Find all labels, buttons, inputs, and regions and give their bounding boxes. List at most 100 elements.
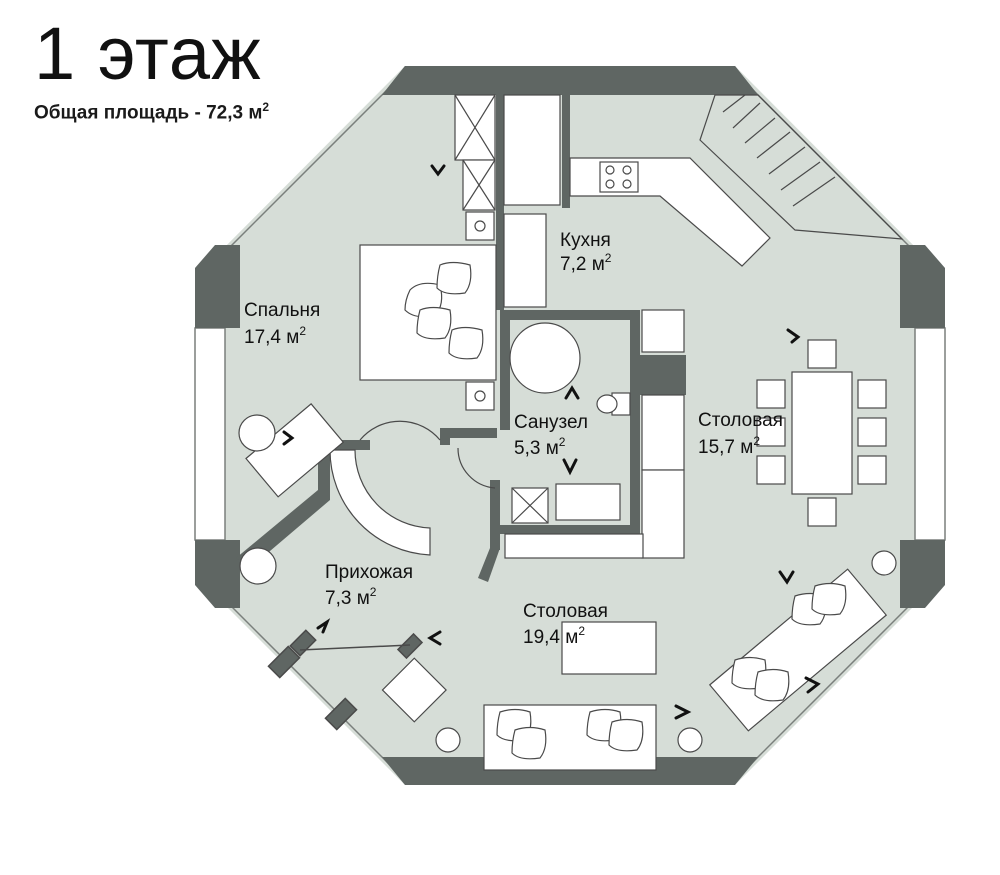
arrow-icon <box>786 328 801 344</box>
spiral-outline <box>329 449 431 556</box>
chair <box>857 455 887 485</box>
room-name-dining-2: Столовая <box>523 601 608 622</box>
door-post <box>324 697 358 731</box>
spiral-upper <box>359 420 441 441</box>
bathroom-fixtures <box>504 309 685 559</box>
wall-left-bottom <box>195 540 240 608</box>
fridge <box>503 94 561 206</box>
cushions <box>496 582 847 760</box>
cushion <box>754 668 790 702</box>
hall-cabinet <box>245 403 345 498</box>
room-name-bedroom: Спальня <box>244 300 320 321</box>
page-title: 1 этаж <box>34 12 262 95</box>
chair <box>857 417 887 447</box>
kitchen-cabinet-low <box>641 469 685 559</box>
burner <box>605 179 615 189</box>
kitchen-cabinet-tall <box>641 394 685 471</box>
wall-hall-diagonal <box>478 548 500 582</box>
counter-sink-block <box>503 213 547 308</box>
room-area-dining-1: 15,7 м2 <box>698 434 760 458</box>
pillow <box>448 326 484 360</box>
round-tub <box>509 322 581 394</box>
wall-bath-bottom <box>490 525 640 534</box>
arrow-icon <box>562 458 578 476</box>
socket-icon <box>474 220 486 232</box>
room-name-kitchen: Кухня <box>560 230 611 251</box>
toilet-bowl <box>596 394 618 414</box>
door-post <box>289 629 317 657</box>
room-labels: Кухня 7,2 м2 Спальня 17,4 м2 Санузел 5,3… <box>244 230 783 648</box>
wall-right-top <box>900 245 945 328</box>
room-area-bathroom: 5,3 м2 <box>514 435 566 459</box>
door-post <box>267 645 301 679</box>
wall-kitchen-mid <box>562 90 570 208</box>
cushion <box>511 726 547 760</box>
floor-lamp <box>871 550 897 576</box>
chair <box>857 379 887 409</box>
hall-round-table <box>238 414 276 452</box>
wall-right-bottom <box>900 540 945 608</box>
arrow-icon <box>430 164 446 177</box>
chair <box>807 497 837 527</box>
stairs-outline <box>699 94 904 240</box>
arrow-icon <box>282 430 295 446</box>
window-left <box>194 327 226 541</box>
total-area-unit-sup: 2 <box>262 100 270 114</box>
wall-bath-top <box>500 310 640 320</box>
arrow-icon <box>316 618 331 634</box>
corridor-shelf <box>504 533 644 559</box>
room-name-hallway: Прихожая <box>325 562 413 583</box>
burner <box>605 165 615 175</box>
entrance <box>267 629 424 731</box>
wall-kitchen-left <box>496 95 504 310</box>
pillow <box>436 261 472 295</box>
wall-oven-block <box>638 355 686 395</box>
chair <box>756 417 786 447</box>
view-arrows <box>282 164 821 720</box>
coffee-table <box>561 621 657 675</box>
wall-bedroom-door <box>440 428 497 445</box>
cushion <box>811 582 847 616</box>
burner <box>622 165 632 175</box>
chair <box>756 379 786 409</box>
hall-chair <box>381 657 447 723</box>
wall-bath-right <box>630 310 640 530</box>
bath-sink <box>555 483 621 521</box>
wall-bottom <box>382 757 758 785</box>
total-area-label: Общая площадь - 72,3 м <box>34 102 263 124</box>
arrow-icon <box>674 704 692 720</box>
floor-lamp <box>677 727 703 753</box>
kitchen-oven <box>641 309 685 353</box>
room-area-hallway: 7,3 м2 <box>325 585 377 609</box>
chair <box>756 455 786 485</box>
wall-bath-left-lower <box>490 480 500 550</box>
room-area-dining-2: 19,4 м2 <box>523 624 585 648</box>
burner <box>622 179 632 189</box>
arrow-icon <box>564 385 580 400</box>
stove <box>599 161 639 193</box>
walls-outer <box>195 66 945 785</box>
wall-top <box>382 66 758 95</box>
spiral-stairs <box>238 403 447 723</box>
room-name-dining-1: Столовая <box>698 410 783 431</box>
stairs-straight <box>699 94 904 240</box>
socket-icon <box>474 390 486 402</box>
pillow <box>416 306 452 340</box>
room-area-bedroom: 17,4 м2 <box>244 324 306 348</box>
kitchen-counter <box>503 94 771 308</box>
wall-top-right-corner <box>715 66 758 95</box>
arrow-icon <box>778 570 795 585</box>
wall-left-top <box>195 245 240 328</box>
wall-bath-left <box>500 310 510 430</box>
cushion <box>608 718 644 752</box>
pillows <box>404 261 484 360</box>
dining-set <box>756 339 887 527</box>
bath-door-swing <box>457 447 496 489</box>
window-right <box>914 327 946 541</box>
arrow-icon <box>804 676 821 694</box>
room-area-kitchen: 7,2 м2 <box>560 251 612 275</box>
room-name-bathroom: Санузел <box>514 412 588 433</box>
chair <box>807 339 837 369</box>
dining-table <box>791 371 853 495</box>
